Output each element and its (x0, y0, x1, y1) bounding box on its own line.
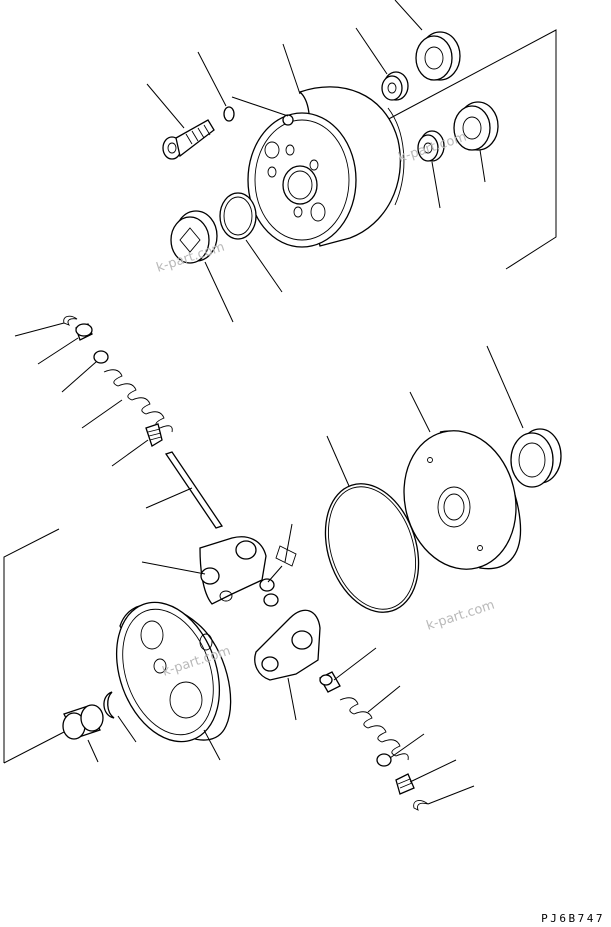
leader-valve-plug-top (37, 337, 79, 365)
leader-drive-cover (204, 261, 234, 323)
gasket-ring (324, 483, 420, 613)
leader-bushing-frame (3, 731, 65, 764)
o-ring-small-top (93, 350, 109, 364)
leader-spring-top (81, 399, 123, 429)
retaining-ring (103, 691, 115, 719)
leader-snap-pin-top (14, 322, 65, 337)
valve-plug-bottom (395, 773, 415, 795)
leader-o-ring-small-bottom (389, 733, 425, 759)
check-valve-top (145, 423, 163, 447)
bushing (62, 704, 104, 740)
leader-flange-plate (203, 729, 221, 761)
leader-o-ring-upper (245, 239, 283, 293)
leader-snap-pin-bottom (427, 785, 475, 805)
check-valve-bottom (319, 671, 341, 693)
leader-gasket (326, 435, 350, 487)
leader-check-valve-top (111, 439, 149, 467)
plug-large-right (453, 101, 499, 151)
o-ring-small-bottom (376, 753, 392, 767)
upper-assembly (146, 0, 557, 323)
leader-retaining-ring (117, 715, 137, 743)
washer-small (223, 106, 235, 122)
cover-disc (403, 430, 522, 570)
leader-gear-block-upper (141, 561, 206, 575)
leader-plug-large-top (394, 0, 423, 31)
leader-plug-large-right (479, 149, 486, 183)
cap-screw (162, 119, 215, 160)
plug-large-top (415, 31, 461, 81)
gear-block-lower (254, 609, 321, 681)
leader-gear-block-lower (287, 677, 297, 721)
o-ring-upper (219, 192, 257, 240)
flange-plate (115, 601, 232, 743)
leader-housing-pin (231, 96, 289, 117)
leader-valve-plug-bottom (409, 759, 457, 783)
leader-coupling-key (267, 565, 283, 583)
spring-top (103, 369, 173, 433)
gear-block-upper (199, 536, 267, 605)
valve-stack-left (14, 315, 321, 721)
leader-spring-bottom (367, 685, 401, 713)
upper-bracket-frame (382, 29, 557, 270)
watermark-3: k-part.com (425, 598, 497, 634)
oil-seal (510, 428, 562, 488)
leader-cover-disc (409, 391, 431, 433)
leader-plug-small-right (431, 161, 441, 209)
plug-small-right (417, 130, 445, 162)
coupling-key (275, 545, 297, 567)
leader-housing (282, 43, 301, 95)
leader-cap-screw (146, 83, 185, 129)
lower-assembly (3, 528, 475, 811)
plug-small-top (381, 71, 409, 101)
spring-bottom (339, 697, 409, 761)
pump-housing (247, 86, 405, 248)
leader-bushing (87, 739, 99, 763)
drive-cover (170, 210, 218, 264)
leader-plug-small-top (355, 27, 388, 75)
valve-plug-top (75, 323, 93, 341)
leader-check-valve-bottom (333, 647, 377, 681)
leader-o-ring-small-top (61, 361, 97, 393)
washer-coupling (263, 593, 279, 607)
lower-bracket-frame (3, 528, 60, 763)
leader-oil-seal (486, 345, 524, 429)
snap-pin-bottom (413, 800, 429, 811)
shaft-rod (164, 451, 224, 529)
leader-shaft-rod (145, 487, 193, 509)
cover-assembly (324, 345, 562, 613)
figure-code: PJ6B747 (541, 912, 605, 925)
leader-coupling (284, 523, 293, 563)
leader-washer (197, 51, 227, 107)
snap-pin-top (63, 315, 78, 326)
nut-small (259, 578, 275, 592)
